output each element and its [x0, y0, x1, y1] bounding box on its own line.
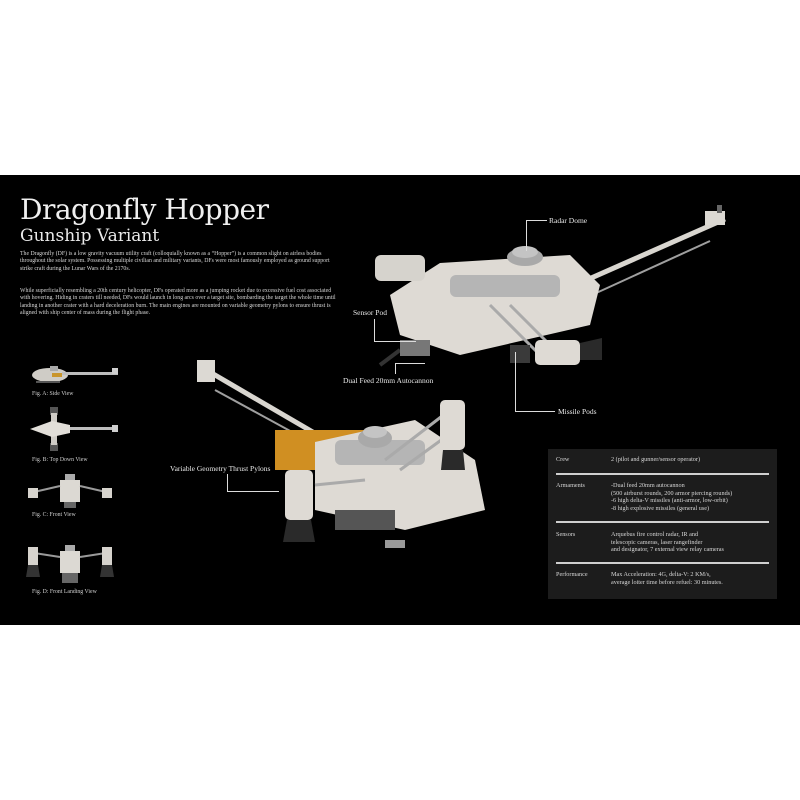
spec-row-armaments: Armaments -Dual feed 20mm autocannon (50… [556, 482, 769, 512]
top-down-view-illustration [30, 407, 118, 451]
description-paragraph-1: The Dragonfly (DF) is a low gravity vacu… [20, 251, 330, 272]
figure-top-down-view: Fig. B: Top Down View [22, 403, 122, 463]
spec-label: Armaments [556, 482, 585, 489]
callout-missile-pods: Missile Pods [558, 407, 597, 416]
spec-label: Sensors [556, 531, 576, 538]
spec-label: Performance [556, 571, 588, 578]
figure-front-landing-view: Fig. D: Front Landing View [22, 543, 122, 595]
spec-row-sensors: Sensors Arquebus fire control radar, IR … [556, 531, 769, 554]
callout-line [526, 220, 547, 221]
figure-caption: Fig. B: Top Down View [32, 457, 88, 463]
figure-caption: Fig. D: Front Landing View [32, 589, 97, 595]
callout-line [395, 363, 425, 364]
spec-value: Arquebus fire control radar, IR and tele… [611, 531, 724, 554]
ship-render-upper [375, 205, 727, 367]
spec-row-performance: Performance Max Acceleration: 4G, delta-… [556, 571, 769, 586]
specs-table: Crew 2 (pilot and gunner/sensor operator… [548, 449, 777, 599]
ship-render-lower [197, 360, 485, 548]
figure-side-view: Fig. A: Side View [22, 359, 122, 397]
spec-value: 2 (pilot and gunner/sensor operator) [611, 456, 701, 463]
callout-line [515, 411, 555, 412]
callout-line [395, 363, 396, 374]
callout-line [227, 474, 228, 491]
callout-autocannon: Dual Feed 20mm Autocannon [343, 376, 434, 385]
callout-line [526, 220, 527, 251]
front-view-illustration [28, 474, 112, 508]
infographic-banner: Dragonfly Hopper Gunship Variant The Dra… [0, 175, 800, 625]
spec-divider [556, 473, 769, 475]
side-view-illustration [32, 366, 118, 383]
page-title: Dragonfly Hopper [20, 193, 269, 226]
callout-line [515, 352, 516, 412]
spec-value: Max Acceleration: 4G, delta-V: 2 KM/s, a… [611, 571, 723, 586]
spec-value: -Dual feed 20mm autocannon (500 airburst… [611, 482, 733, 512]
callout-thrust-pylons: Variable Geometry Thrust Pylons [170, 464, 271, 473]
callout-line [374, 319, 375, 341]
spec-row-crew: Crew 2 (pilot and gunner/sensor operator… [556, 456, 769, 464]
spec-divider [556, 562, 769, 564]
callout-line [374, 341, 416, 342]
front-landing-view-illustration [26, 545, 114, 583]
callout-line [227, 491, 279, 492]
figure-front-view: Fig. C: Front View [22, 472, 122, 518]
page-subtitle: Gunship Variant [20, 226, 160, 246]
callout-sensor-pod: Sensor Pod [353, 308, 387, 317]
description-paragraph-2: While superficially resembling a 20th ce… [20, 288, 336, 316]
callout-radar-dome: Radar Dome [549, 216, 588, 225]
spec-label: Crew [556, 456, 570, 463]
figure-caption: Fig. C: Front View [32, 512, 76, 518]
figure-caption: Fig. A: Side View [32, 391, 74, 397]
spec-divider [556, 521, 769, 523]
